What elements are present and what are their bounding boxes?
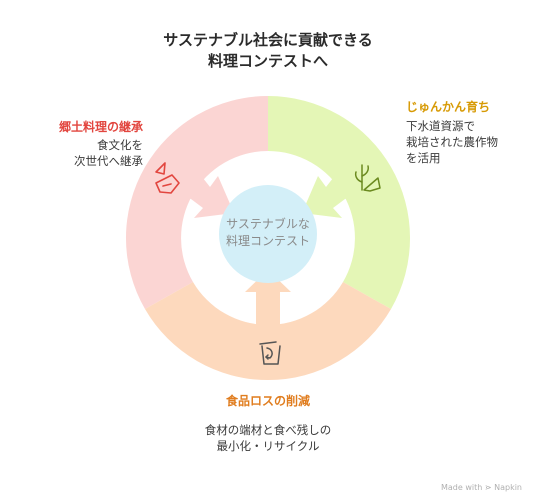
right-section-title: じゅんかん育ち: [406, 100, 491, 114]
diagram-title: サステナブル社会に貢献できる 料理コンテストへ: [163, 31, 373, 70]
arrow-left: [175, 173, 234, 218]
right-section-description: 下水道資源で 栽培された農作物 を活用: [406, 119, 498, 165]
left-section-title: 郷土料理の継承: [58, 120, 143, 134]
segment-right: [268, 96, 411, 309]
center-label: サステナブルな 料理コンテスト: [225, 217, 310, 248]
bottom-section-description: 食材の端材と食べ残しの 最小化・リサイクル: [204, 423, 332, 453]
arrow-bottom: [245, 270, 291, 330]
food-slices-icon: [155, 162, 180, 194]
bottom-section-title: 食品ロスの削減: [225, 394, 310, 408]
segment-left: [125, 96, 268, 309]
arrow-right: [302, 173, 361, 218]
left-section-description: 食文化を 次世代へ継承: [74, 138, 143, 168]
center-circle: [219, 185, 317, 283]
credit-text: Made with ⋗ Napkin: [441, 483, 522, 492]
segment-bottom: [145, 282, 391, 381]
plant-sprout-icon: [354, 164, 381, 192]
recycle-bin-icon: [259, 341, 281, 365]
